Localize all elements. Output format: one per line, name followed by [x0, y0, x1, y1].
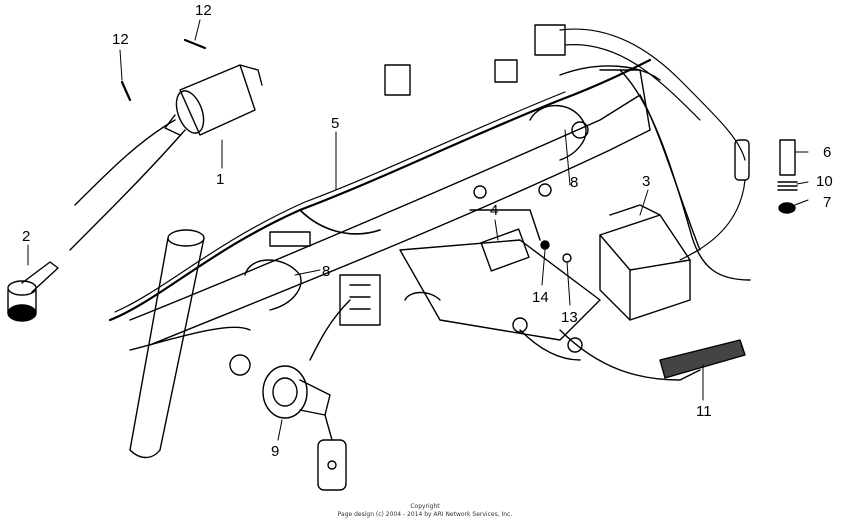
- callout-8b: 8: [322, 263, 331, 280]
- leader-lines: [27, 19, 809, 441]
- fuse-holder-parts: [734, 139, 798, 214]
- callout-14: 14: [532, 289, 549, 306]
- rubber-pad: [659, 339, 746, 379]
- callout-5: 5: [331, 115, 340, 132]
- callout-9: 9: [271, 443, 280, 460]
- callout-8a: 8: [570, 174, 579, 191]
- steering-head-tube: [129, 229, 251, 459]
- ignition-coil: [69, 64, 263, 251]
- callout-2: 2: [22, 228, 31, 245]
- callout-1: 1: [216, 171, 225, 188]
- callout-6: 6: [823, 144, 832, 161]
- callout-12a: 12: [112, 31, 129, 48]
- frame-outline: [129, 65, 751, 381]
- harness-clamps: [244, 104, 587, 311]
- ignition-switch: [262, 299, 351, 491]
- bolts: [120, 38, 572, 263]
- copyright-line-1: Copyright: [410, 503, 440, 510]
- spark-plug-cap: [7, 261, 59, 322]
- callout-3: 3: [642, 173, 651, 190]
- wire-harness: [108, 28, 746, 322]
- callout-11: 11: [696, 403, 712, 420]
- connector-blocks: [269, 24, 566, 326]
- callout-10: 10: [816, 173, 833, 190]
- regulator-box: [599, 204, 691, 321]
- callout-12b: 12: [195, 2, 212, 19]
- callout-13: 13: [561, 309, 578, 326]
- callout-4: 4: [490, 202, 499, 219]
- callout-7: 7: [823, 194, 832, 211]
- copyright-line-2: Page design (c) 2004 - 2014 by ARI Netwo…: [337, 511, 513, 518]
